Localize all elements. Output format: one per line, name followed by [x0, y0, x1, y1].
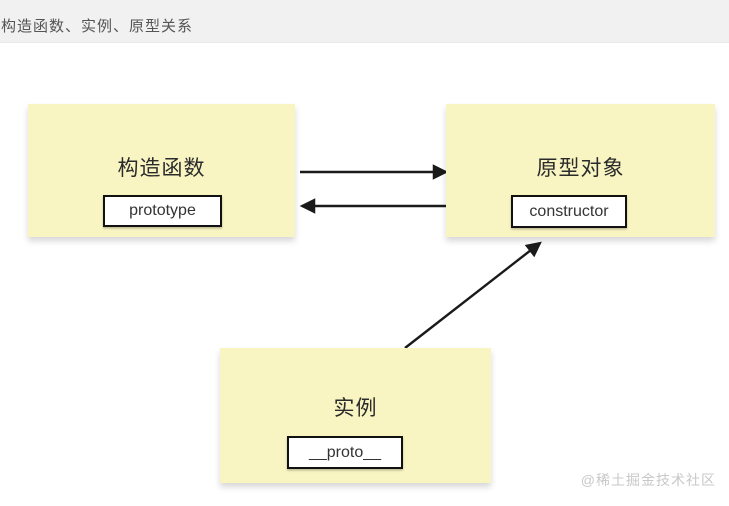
- label-constructor: constructor: [511, 195, 627, 228]
- box-title-prototype-object: 原型对象: [536, 157, 625, 180]
- label-proto-text: __proto__: [308, 443, 382, 461]
- page-header: 构造函数、实例、原型关系: [0, 0, 729, 43]
- box-constructor-function: 构造函数 prototype: [28, 104, 295, 237]
- arrow-instance-to-prototype-object: [404, 241, 542, 349]
- watermark: @稀土掘金技术社区: [580, 472, 716, 488]
- label-proto: __proto__: [287, 436, 403, 469]
- label-constructor-text: constructor: [529, 202, 609, 220]
- label-prototype: prototype: [103, 195, 222, 227]
- box-title-instance: 实例: [333, 397, 378, 420]
- label-prototype-text: prototype: [129, 202, 196, 219]
- box-title-constructor-function: 构造函数: [117, 157, 206, 180]
- box-prototype-object: 原型对象 constructor: [446, 104, 715, 237]
- box-instance: 实例 __proto__: [220, 348, 491, 483]
- page-title: 构造函数、实例、原型关系: [1, 18, 194, 35]
